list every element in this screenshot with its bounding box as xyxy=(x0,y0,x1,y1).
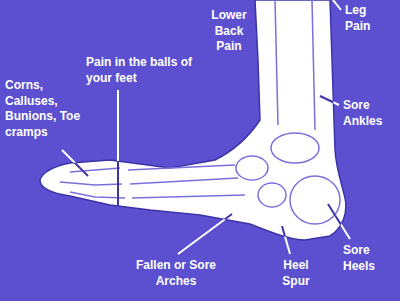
leader-line xyxy=(333,0,341,10)
tibia-line xyxy=(312,0,315,130)
leader-line xyxy=(178,214,232,254)
navicular-bone xyxy=(236,156,268,180)
callout-label: Pain in the balls of your feet xyxy=(86,55,202,86)
leader-line xyxy=(282,226,290,254)
leader-line xyxy=(62,150,88,176)
leader-line xyxy=(282,226,290,254)
phalanx-line xyxy=(70,192,125,198)
foot-bones xyxy=(60,0,340,224)
leader-line xyxy=(178,214,232,254)
leader-line xyxy=(117,90,119,206)
callout-label: Corns, Calluses, Bunions, Toe cramps xyxy=(5,78,83,140)
leader-lines-on-foot xyxy=(62,0,350,254)
phalanx-line xyxy=(70,168,120,172)
callout-label: Sore Heels xyxy=(343,243,393,274)
tibia-line xyxy=(275,0,278,125)
talus-bone xyxy=(271,133,319,163)
leader-line xyxy=(117,90,119,206)
label-slot: Corns, Calluses, Bunions, Toe cramps xyxy=(5,78,83,140)
label-slot: Lower Back Pain xyxy=(203,8,255,55)
leader-line xyxy=(328,204,350,239)
metatarsal-line xyxy=(132,195,245,198)
leader-line xyxy=(62,150,88,176)
callout-label: Leg Pain xyxy=(345,3,391,34)
leader-line xyxy=(328,204,350,239)
callout-label: Fallen or Sore Arches xyxy=(128,258,224,289)
leader-line xyxy=(320,96,339,105)
leader-lines xyxy=(62,0,350,254)
cuboid-bone xyxy=(258,183,286,207)
callout-label: Lower Back Pain xyxy=(203,8,255,55)
calcaneus-bone xyxy=(290,176,340,224)
metatarsal-line xyxy=(130,178,238,184)
label-slot: Sore Ankles xyxy=(343,98,395,129)
metatarsal-line xyxy=(128,165,235,170)
leader-line xyxy=(320,96,339,105)
leader-line xyxy=(333,0,341,10)
label-slot: Pain in the balls of your feet xyxy=(86,55,202,86)
phalanx-line xyxy=(60,182,122,185)
label-slot: Heel Spur xyxy=(274,258,318,289)
callout-label: Heel Spur xyxy=(274,258,318,289)
label-slot: Sore Heels xyxy=(343,243,393,274)
label-slot: Leg Pain xyxy=(345,3,391,34)
foot-silhouette xyxy=(40,0,346,240)
label-slot: Fallen or Sore Arches xyxy=(128,258,224,289)
callout-label: Sore Ankles xyxy=(343,98,395,129)
